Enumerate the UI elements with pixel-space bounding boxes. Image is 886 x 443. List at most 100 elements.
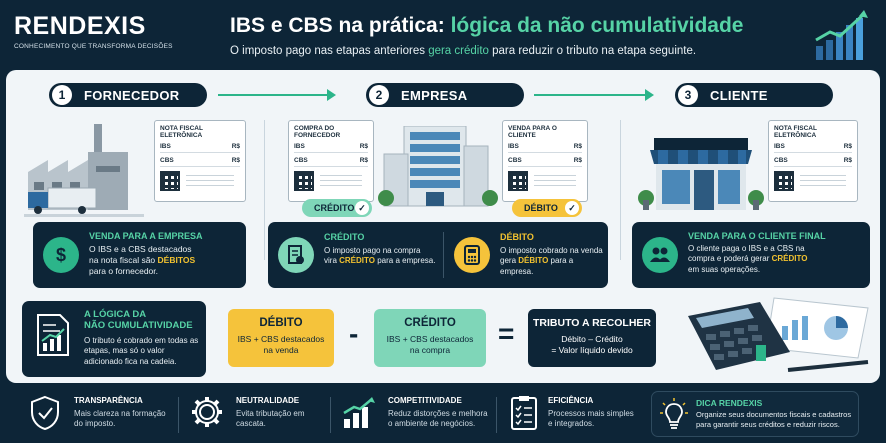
check-icon: ✓ bbox=[355, 201, 369, 215]
card-highlight: CRÉDITO bbox=[771, 254, 808, 264]
footer-desc-line: Mais clareza na formação bbox=[74, 409, 166, 418]
card-line: gera DÉBITO para a empresa. bbox=[500, 256, 608, 277]
card-line-start: na nota fiscal são bbox=[89, 255, 158, 266]
calculator-glyph bbox=[464, 245, 480, 265]
footer-desc-line: e integrados. bbox=[548, 419, 595, 429]
title-part1: IBS e CBS na prática: bbox=[230, 14, 451, 37]
formula-sub-line: na compra bbox=[409, 345, 451, 356]
footer-divider bbox=[330, 397, 331, 433]
doc-title: VENDA PARA O CLIENTE bbox=[508, 125, 557, 139]
card-text: O cliente paga o IBS e a CBS na compra e… bbox=[688, 244, 807, 275]
brand-name: RENDEXIS bbox=[14, 12, 146, 40]
doc-row: CBS R$ bbox=[774, 157, 852, 167]
text-lines bbox=[320, 171, 362, 190]
footer-desc-line: o ambiente de negócios. bbox=[388, 419, 476, 429]
tax-value: R$ bbox=[573, 143, 582, 150]
text-lines bbox=[534, 171, 576, 190]
shield-icon bbox=[31, 395, 59, 431]
receipt-icon bbox=[278, 237, 314, 273]
doc-title: NOTA FISCAL ELETRÔNICA bbox=[160, 125, 203, 139]
column-divider bbox=[620, 120, 621, 260]
card-title: CRÉDITO bbox=[324, 232, 365, 242]
debito-pill: DÉBITO ✓ bbox=[512, 199, 582, 217]
footer-divider bbox=[178, 397, 179, 433]
formula-result: TRIBUTO A RECOLHER Débito – Crédito= Val… bbox=[528, 309, 656, 367]
header: RENDEXIS CONHECIMENTO QUE TRANSFORMA DEC… bbox=[0, 0, 886, 68]
check-icon: ✓ bbox=[565, 201, 579, 215]
card-text: O imposto cobrado na venda gera DÉBITO p… bbox=[500, 246, 608, 277]
logic-text: O tributo é cobrado em todas as etapas, … bbox=[84, 336, 199, 366]
title-part2: lógica da não cumulatividade bbox=[450, 14, 744, 37]
credito-pill: CRÉDITO✓ bbox=[302, 199, 372, 217]
doc-title: COMPRA DO FORNECEDOR bbox=[294, 125, 341, 139]
equals-operator: = bbox=[498, 318, 515, 349]
formula-sub-line: Débito – Crédito bbox=[561, 334, 623, 344]
card-title: VENDA PARA A EMPRESA bbox=[89, 231, 203, 241]
card-line-end: para a empresa. bbox=[500, 256, 574, 276]
card-line-start: vira bbox=[324, 256, 340, 266]
card-text: O IBS e a CBS destacados na nota fiscal … bbox=[89, 244, 195, 277]
people-glyph bbox=[650, 247, 670, 262]
qr-code-icon bbox=[508, 171, 528, 191]
card-line-end: para a empresa. bbox=[374, 256, 436, 266]
footer-desc-line: do imposto. bbox=[74, 419, 116, 429]
card-highlight: CRÉDITO bbox=[339, 256, 375, 266]
card-fornecedor: $ VENDA PARA A EMPRESA O IBS e a CBS des… bbox=[33, 222, 246, 288]
minus-operator: - bbox=[349, 318, 359, 349]
pill-label: DÉBITO bbox=[524, 203, 558, 213]
flow-arrow bbox=[218, 89, 336, 101]
subtitle-part1: O imposto pago nas etapas anteriores bbox=[230, 45, 429, 57]
doc-row: IBS R$ bbox=[774, 143, 852, 153]
tax-value: R$ bbox=[843, 143, 852, 150]
checklist-icon bbox=[511, 396, 537, 430]
tax-name: IBS bbox=[294, 143, 305, 150]
card-text: O imposto pago na compra vira CRÉDITO pa… bbox=[324, 246, 435, 267]
dica-box: DICA RENDEXIS Organize seus documentos f… bbox=[651, 391, 859, 437]
card-line: em suas operações. bbox=[688, 264, 761, 274]
pill-label: CRÉDITO bbox=[314, 203, 355, 213]
document-chart-icon bbox=[37, 314, 69, 356]
tax-value: R$ bbox=[231, 157, 240, 164]
step-label: FORNECEDOR bbox=[84, 87, 180, 103]
dica-text: Organize seus documentos fiscais e cadas… bbox=[696, 410, 851, 430]
brand-tagline: CONHECIMENTO QUE TRANSFORMA DECISÕES bbox=[14, 43, 173, 50]
tax-name: CBS bbox=[774, 157, 788, 164]
qr-code-icon bbox=[294, 171, 314, 191]
logic-card: A LÓGICA DA NÃO CUMULATIVIDADE O tributo… bbox=[22, 301, 206, 377]
step-number: 1 bbox=[52, 85, 72, 105]
step-fornecedor: 1 FORNECEDOR bbox=[49, 83, 207, 107]
footer-title: EFICIÊNCIA bbox=[548, 396, 594, 405]
factory-icon bbox=[24, 124, 144, 217]
logic-title-line: A LÓGICA DA bbox=[84, 309, 147, 320]
card-line: vira CRÉDITO para a empresa. bbox=[324, 256, 435, 266]
logic-title: A LÓGICA DA NÃO CUMULATIVIDADE bbox=[84, 309, 193, 332]
footer-title: COMPETITIVIDADE bbox=[388, 396, 462, 405]
footer-desc-line: Evita tributação em bbox=[236, 409, 305, 418]
lightbulb-icon bbox=[660, 398, 688, 429]
card-line: compra e poderá gerar CRÉDITO bbox=[688, 254, 807, 264]
flow-panel: 1 FORNECEDOR 2 EMPRESA 3 CLIENTE NOTA FI… bbox=[6, 70, 880, 383]
tax-name: IBS bbox=[508, 143, 519, 150]
tax-value: R$ bbox=[843, 157, 852, 164]
footer-desc-line: cascata. bbox=[236, 419, 266, 429]
footer-item-competitividade: COMPETITIVIDADE Reduz distorções e melho… bbox=[342, 387, 502, 443]
card-highlight: DÉBITOS bbox=[157, 255, 196, 266]
store-icon bbox=[638, 138, 764, 210]
card-line: O imposto pago na compra bbox=[324, 246, 421, 255]
card-highlight: DÉBITO bbox=[518, 256, 549, 266]
tax-name: IBS bbox=[774, 143, 785, 150]
doc-row: IBS R$ bbox=[508, 143, 582, 153]
